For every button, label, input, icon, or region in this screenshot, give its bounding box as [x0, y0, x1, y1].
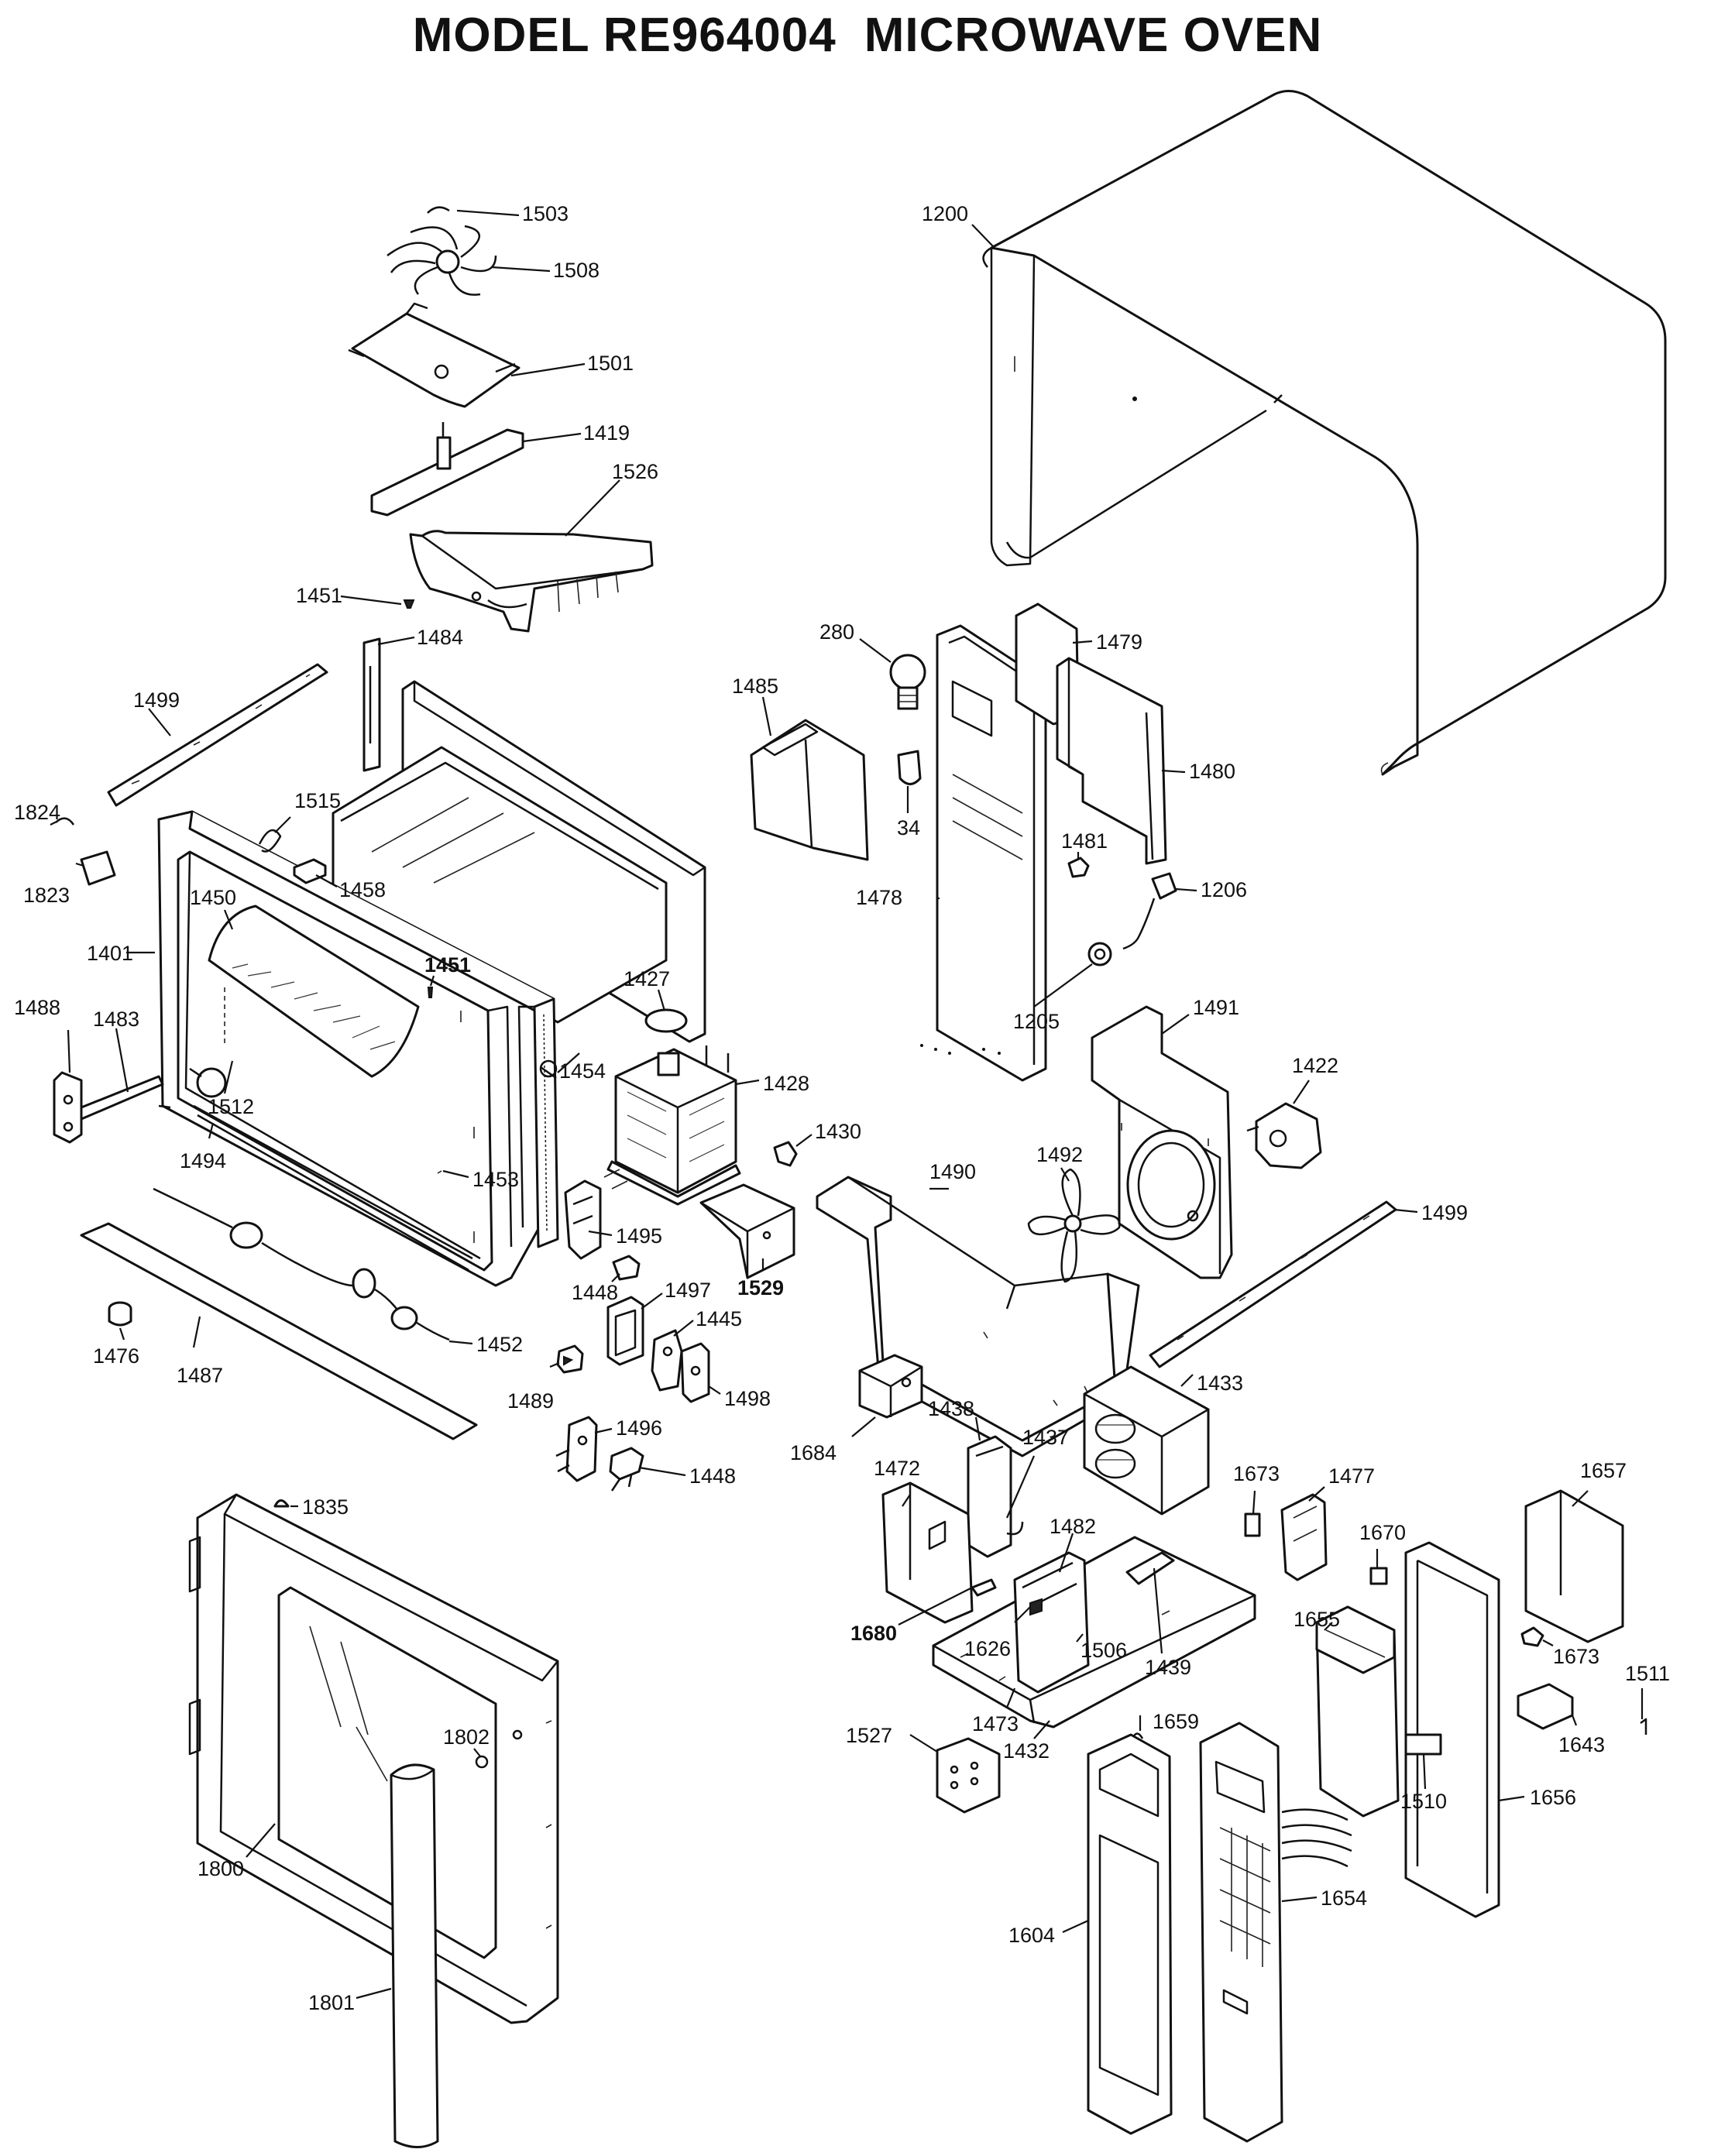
- label-1445: 1445: [696, 1307, 742, 1330]
- label-1439: 1439: [1145, 1656, 1191, 1679]
- label-1473: 1473: [972, 1712, 1019, 1735]
- label-1487: 1487: [177, 1364, 223, 1387]
- label-1448: 1448: [572, 1281, 618, 1304]
- leader-lines: [50, 209, 1644, 2000]
- label-1494: 1494: [180, 1149, 226, 1172]
- label-1448-b: 1448: [689, 1464, 736, 1488]
- label-1499: 1499: [133, 688, 180, 712]
- label-1512: 1512: [208, 1095, 254, 1118]
- label-1478: 1478: [856, 886, 902, 909]
- stirrer-fan-assembly: [348, 206, 654, 633]
- label-1452: 1452: [476, 1333, 523, 1356]
- product-name: MICROWAVE OVEN: [864, 9, 1323, 62]
- label-1432: 1432: [1003, 1739, 1050, 1763]
- label-1401: 1401: [87, 942, 133, 965]
- rear-panel-parts: [750, 603, 1177, 1082]
- label-1495: 1495: [616, 1224, 662, 1248]
- label-1670: 1670: [1359, 1521, 1406, 1544]
- label-1800: 1800: [198, 1857, 244, 1880]
- label-1205: 1205: [1013, 1010, 1060, 1033]
- label-280: 280: [819, 620, 854, 644]
- model-number: MODEL RE964004: [412, 9, 837, 62]
- label-1438: 1438: [928, 1397, 974, 1420]
- label-1483: 1483: [93, 1008, 139, 1031]
- magnetron-and-switches: [555, 1045, 798, 1492]
- label-1454: 1454: [559, 1059, 606, 1083]
- label-1673-b: 1673: [1553, 1645, 1599, 1668]
- page-title: MODEL RE964004 MICROWAVE OVEN: [0, 8, 1735, 63]
- label-1488: 1488: [14, 996, 60, 1019]
- label-1657: 1657: [1580, 1459, 1627, 1482]
- label-1515: 1515: [294, 789, 341, 812]
- label-1451-b: 1451: [424, 953, 471, 977]
- label-1498: 1498: [724, 1387, 771, 1410]
- label-1476: 1476: [93, 1344, 139, 1368]
- outer-case: [982, 90, 1667, 776]
- label-1480: 1480: [1189, 760, 1235, 783]
- label-1656: 1656: [1530, 1786, 1576, 1809]
- label-1206: 1206: [1201, 878, 1247, 901]
- label-1484: 1484: [417, 626, 463, 649]
- label-1511: 1511: [1625, 1662, 1670, 1685]
- label-1823: 1823: [23, 884, 70, 907]
- label-1503: 1503: [522, 202, 569, 225]
- label-1491: 1491: [1193, 996, 1239, 1019]
- label-1529: 1529: [737, 1276, 784, 1299]
- label-1472: 1472: [874, 1457, 920, 1480]
- label-1422: 1422: [1292, 1054, 1338, 1077]
- door-assembly: [188, 1493, 559, 2148]
- label-1427: 1427: [624, 967, 670, 990]
- label-1684: 1684: [790, 1441, 837, 1464]
- label-1659: 1659: [1153, 1710, 1199, 1733]
- label-1477: 1477: [1328, 1464, 1375, 1488]
- label-1479: 1479: [1096, 630, 1142, 654]
- label-1451: 1451: [296, 584, 342, 607]
- label-1419: 1419: [583, 421, 630, 445]
- label-1626: 1626: [964, 1637, 1011, 1660]
- label-1802: 1802: [443, 1725, 490, 1749]
- label-1508: 1508: [553, 259, 600, 282]
- part-labels: 1503 1508 1501 1419 1526 1451 1484 1499 …: [14, 202, 1670, 2014]
- label-1458: 1458: [339, 878, 386, 901]
- label-1680: 1680: [850, 1622, 897, 1645]
- base-parts: [80, 1187, 478, 1440]
- label-1490: 1490: [929, 1160, 976, 1183]
- label-1506: 1506: [1081, 1639, 1127, 1662]
- label-1453: 1453: [472, 1168, 519, 1191]
- label-1437: 1437: [1022, 1426, 1069, 1449]
- label-1496: 1496: [616, 1416, 662, 1440]
- label-1485: 1485: [732, 675, 778, 698]
- label-1527: 1527: [846, 1724, 892, 1747]
- label-1200: 1200: [922, 202, 968, 225]
- label-1430: 1430: [815, 1120, 861, 1143]
- label-1526: 1526: [612, 460, 658, 483]
- label-1643: 1643: [1558, 1733, 1605, 1756]
- oven-cavity: [53, 637, 706, 1287]
- control-panel-parts: [1087, 1489, 1647, 2143]
- label-1824: 1824: [14, 801, 60, 824]
- label-1499-b: 1499: [1421, 1201, 1468, 1224]
- label-1492: 1492: [1036, 1143, 1083, 1166]
- transformer-and-controls: [858, 1354, 1388, 1814]
- label-1489: 1489: [507, 1389, 554, 1413]
- label-1835: 1835: [302, 1495, 349, 1519]
- label-34: 34: [897, 816, 920, 839]
- label-1482: 1482: [1050, 1515, 1096, 1538]
- label-1481: 1481: [1061, 829, 1108, 853]
- label-1655: 1655: [1294, 1608, 1340, 1631]
- label-1501: 1501: [587, 352, 634, 375]
- label-1604: 1604: [1008, 1924, 1055, 1947]
- label-1510: 1510: [1400, 1790, 1447, 1813]
- label-1450: 1450: [190, 886, 236, 909]
- label-1497: 1497: [665, 1279, 711, 1302]
- label-1801: 1801: [308, 1991, 355, 2014]
- label-1673: 1673: [1233, 1462, 1280, 1485]
- label-1654: 1654: [1321, 1886, 1367, 1910]
- label-1433: 1433: [1197, 1372, 1243, 1395]
- label-1428: 1428: [763, 1072, 809, 1095]
